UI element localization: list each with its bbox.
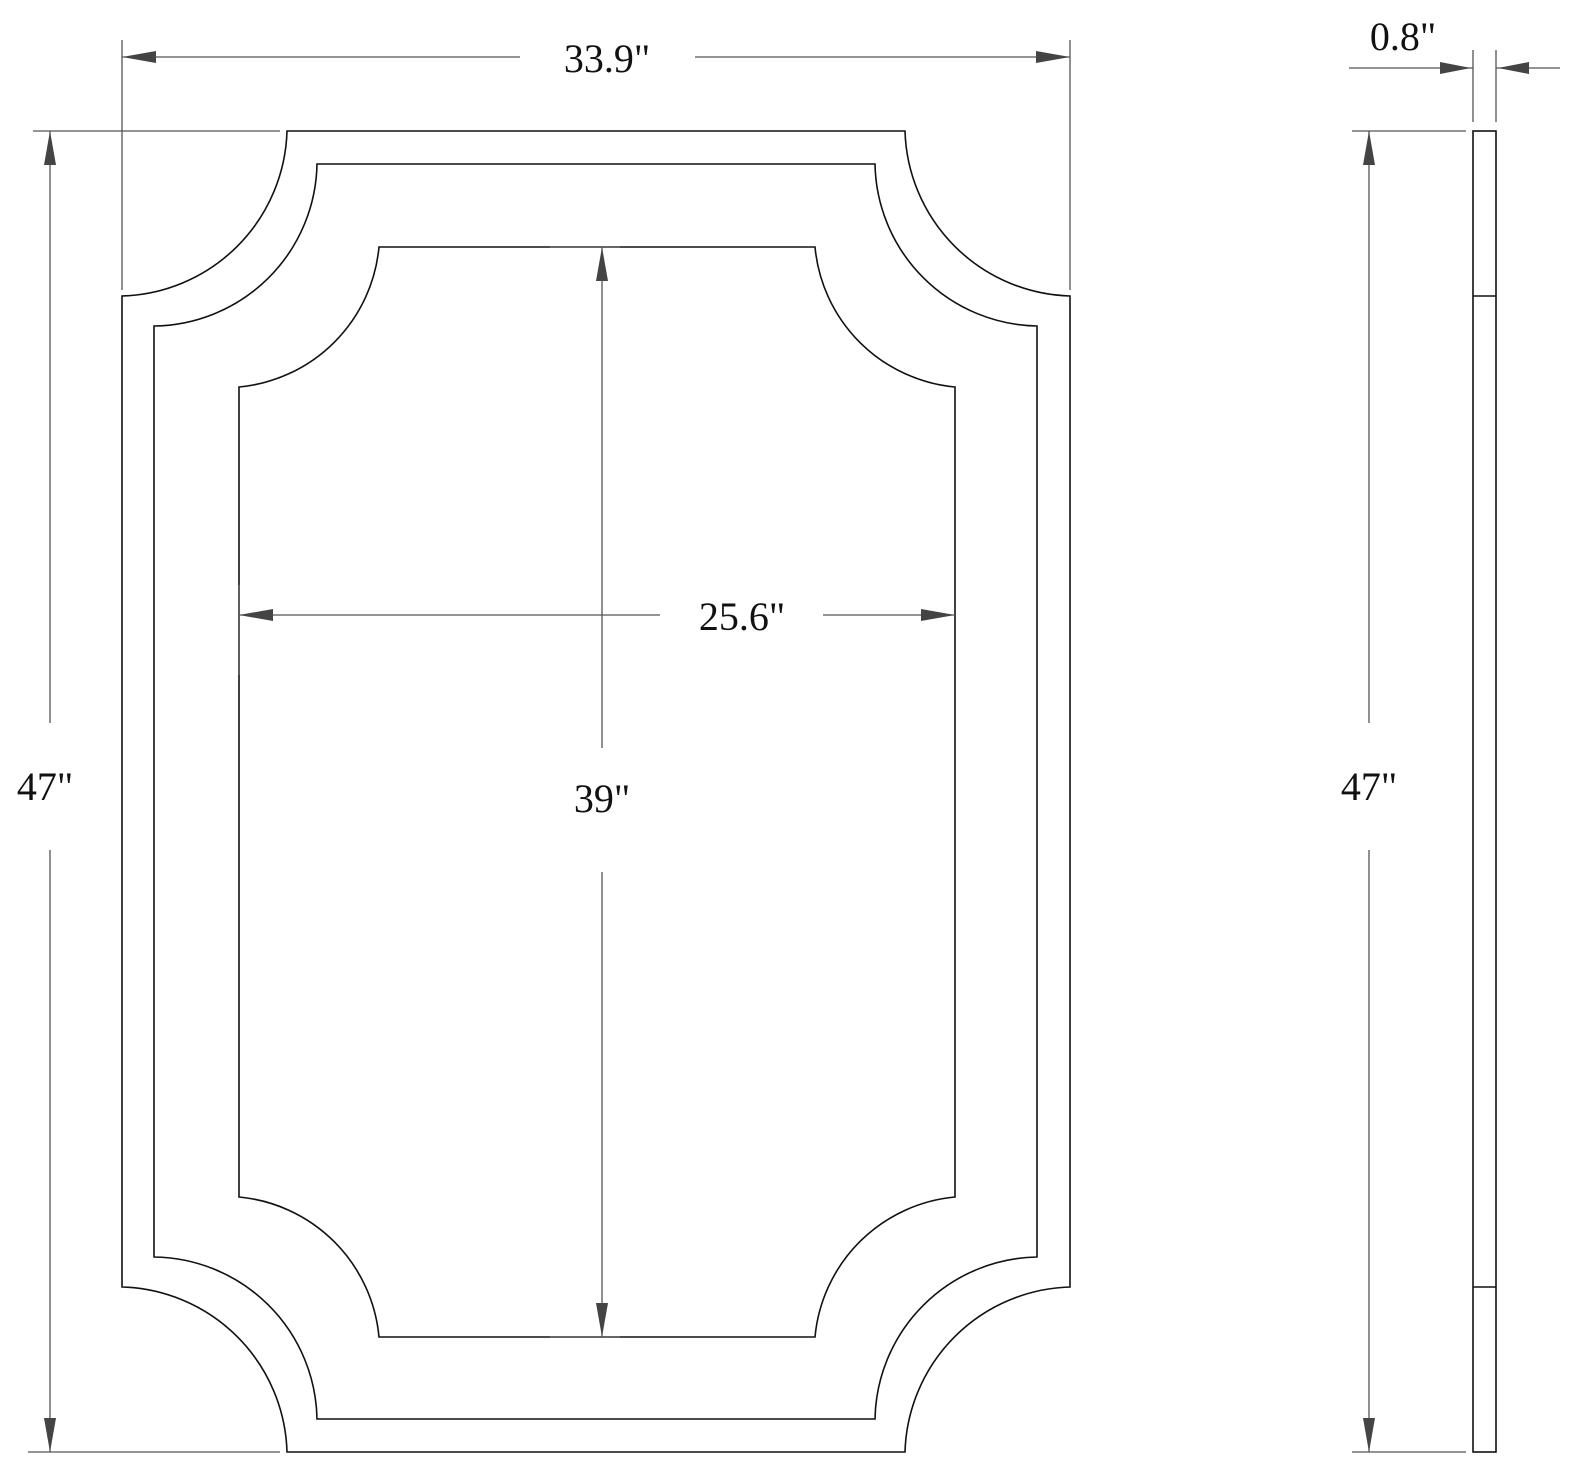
glass-width-dimension: 25.6" (238, 585, 955, 675)
mirror-glass-outline (238, 246, 956, 1338)
arrowhead-up-icon (44, 131, 56, 165)
arrowhead-right-icon (1440, 62, 1471, 74)
overall-height-dimension-side: 47" (1341, 130, 1466, 1453)
overall-height-side-label: 47" (1341, 764, 1397, 809)
overall-width-dimension: 33.9" (121, 36, 1071, 290)
glass-height-label: 39" (574, 776, 630, 821)
arrowhead-right-icon (1036, 51, 1070, 63)
arrowhead-down-icon (44, 1418, 56, 1452)
arrowhead-right-icon (921, 609, 955, 621)
overall-height-dimension-front: 47" (17, 130, 280, 1453)
glass-height-dimension: 39" (550, 246, 630, 1338)
arrowhead-left-icon (1498, 62, 1529, 74)
arrowhead-down-icon (596, 1303, 608, 1337)
overall-height-front-label: 47" (17, 764, 73, 809)
outer-frame-outline (121, 130, 1071, 1453)
arrowhead-left-icon (239, 609, 273, 621)
depth-dimension: 0.8" (1349, 14, 1560, 122)
overall-width-label: 33.9" (564, 36, 650, 81)
frame-inner-outline (153, 163, 1038, 1420)
side-profile (1472, 130, 1497, 1453)
arrowhead-up-icon (596, 247, 608, 281)
depth-label: 0.8" (1370, 14, 1436, 59)
arrowhead-up-icon (1363, 131, 1375, 165)
side-view: 0.8" 47" (1341, 14, 1560, 1453)
glass-width-label: 25.6" (699, 594, 785, 639)
front-view: 33.9" 47" 25.6" (17, 36, 1071, 1453)
arrowhead-left-icon (122, 51, 156, 63)
arrowhead-down-icon (1363, 1418, 1375, 1452)
